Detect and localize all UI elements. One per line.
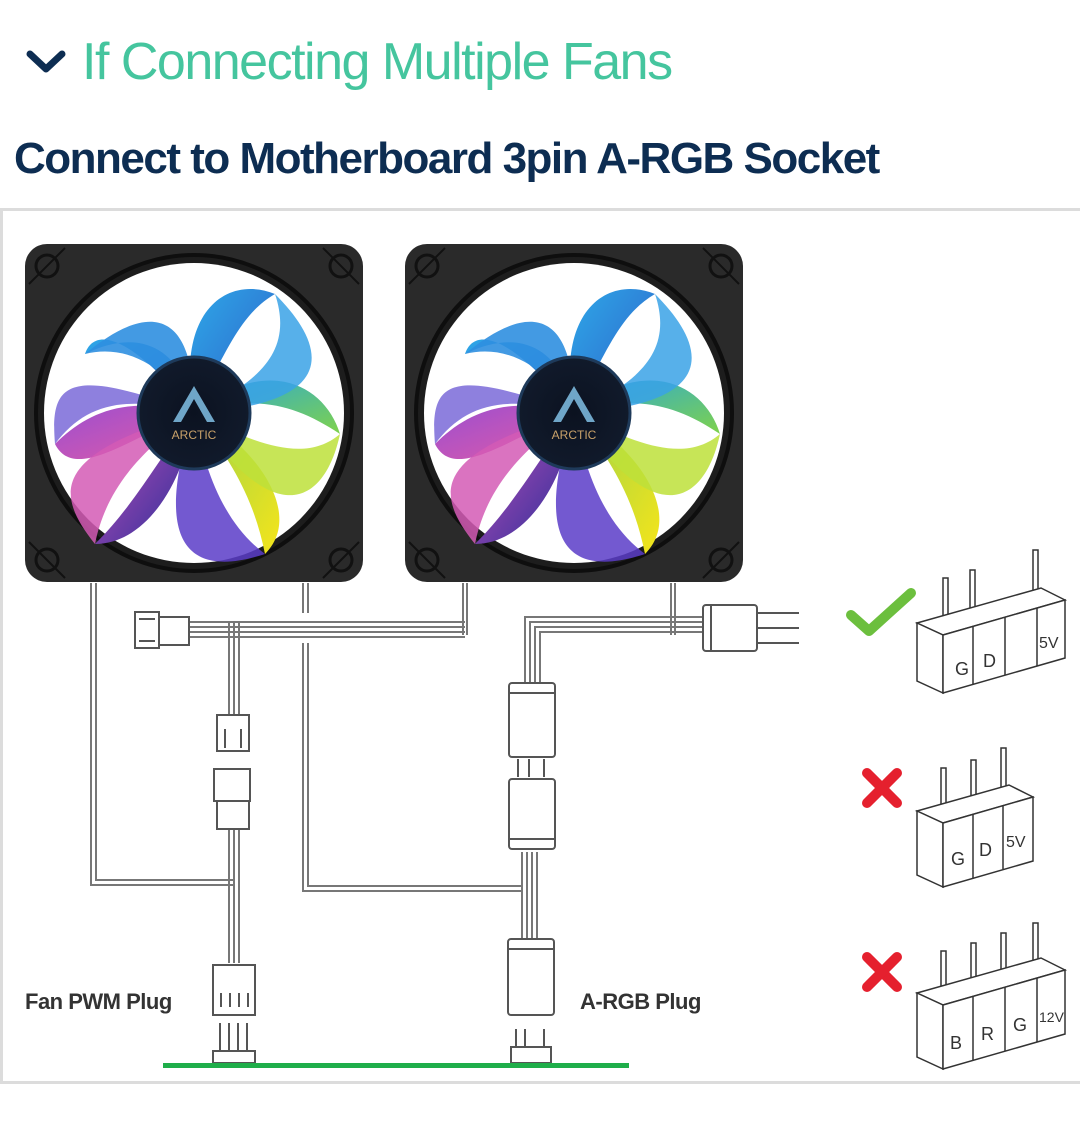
page-subtitle: Connect to Motherboard 3pin A-RGB Socket: [14, 134, 880, 183]
pin-label: 5V: [1006, 834, 1026, 851]
argb-inline-connector: [508, 682, 556, 850]
argb-plug: [507, 938, 555, 1064]
pin-label: R: [981, 1024, 994, 1044]
pin-label: G: [1013, 1015, 1027, 1035]
argb-plug-label: A-RGB Plug: [580, 989, 701, 1014]
checkmark-icon: [846, 588, 916, 636]
wiring-diagram: ARCTIC ARCTIC: [0, 208, 1080, 1084]
motherboard-line: [163, 1063, 629, 1068]
header-option-incorrect-12v: B R G 12V: [862, 922, 1068, 1071]
chevron-down-icon: [24, 40, 68, 84]
fan-1: ARCTIC: [23, 242, 365, 584]
fan-brand-label: ARCTIC: [172, 428, 217, 442]
argb-fan-connector: [702, 604, 799, 652]
pin-label: D: [983, 651, 996, 671]
fan-brand-label: ARCTIC: [552, 428, 597, 442]
pwm-inline-connector: [213, 714, 251, 830]
pin-label: B: [950, 1033, 962, 1053]
section-toggle[interactable]: If Connecting Multiple Fans: [24, 22, 673, 102]
pin-label: 5V: [1039, 635, 1059, 652]
cables: [90, 583, 703, 963]
pin-label: 12V: [1039, 1009, 1065, 1025]
fan-connector-female: [134, 611, 190, 649]
section-title: If Connecting Multiple Fans: [82, 33, 673, 91]
header-option-incorrect-3pin: G D 5V: [862, 747, 1036, 889]
pin-label: G: [951, 849, 965, 869]
fan-pwm-plug: [212, 964, 256, 1064]
fan-pwm-plug-label: Fan PWM Plug: [25, 989, 172, 1014]
cross-icon: [862, 952, 902, 992]
header-option-correct: G D 5V: [846, 549, 1068, 695]
fan-2: ARCTIC: [403, 242, 745, 584]
pin-label: G: [955, 659, 969, 679]
pin-label: D: [979, 840, 992, 860]
cross-icon: [862, 768, 902, 808]
